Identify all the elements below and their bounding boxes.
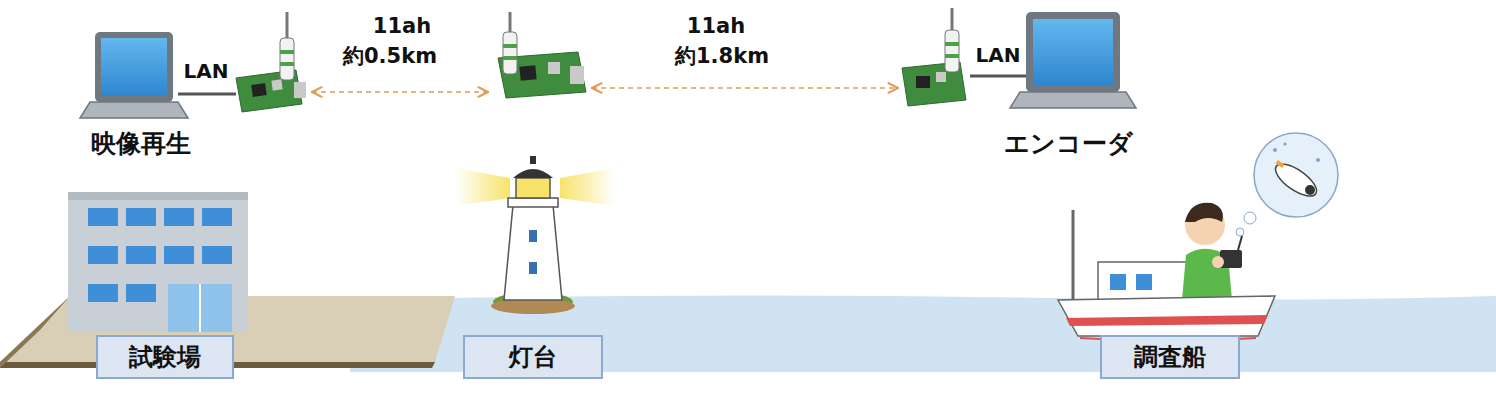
wireless-link	[592, 87, 898, 89]
pi-board	[498, 12, 586, 98]
boat	[1058, 133, 1338, 341]
place-label-box: 試験場	[96, 335, 234, 379]
building	[68, 192, 248, 332]
distance-label: 約1.8km	[675, 44, 769, 68]
device-label: 映像再生	[91, 130, 191, 159]
protocol-label: 11ah	[373, 14, 431, 38]
laptop-icon	[1010, 12, 1136, 108]
sea	[350, 295, 1496, 372]
laptop-icon	[80, 32, 188, 118]
place-label-box: 灯台	[463, 335, 603, 379]
wireless-link	[312, 91, 488, 93]
lan-cable	[970, 75, 1026, 78]
lan-label: LAN	[976, 44, 1021, 67]
lighthouse	[455, 156, 615, 314]
lan-label: LAN	[184, 60, 229, 83]
lan-cable	[178, 93, 236, 96]
place-label-box: 調査船	[1100, 335, 1240, 379]
pi-board	[236, 12, 306, 112]
place-name: 調査船	[1134, 341, 1206, 373]
distance-label: 約0.5km	[343, 44, 437, 68]
place-name: 試験場	[129, 341, 201, 373]
device-label: エンコーダ	[1004, 130, 1133, 159]
place-name: 灯台	[509, 341, 557, 373]
protocol-label: 11ah	[687, 14, 745, 38]
pi-board	[902, 8, 966, 106]
